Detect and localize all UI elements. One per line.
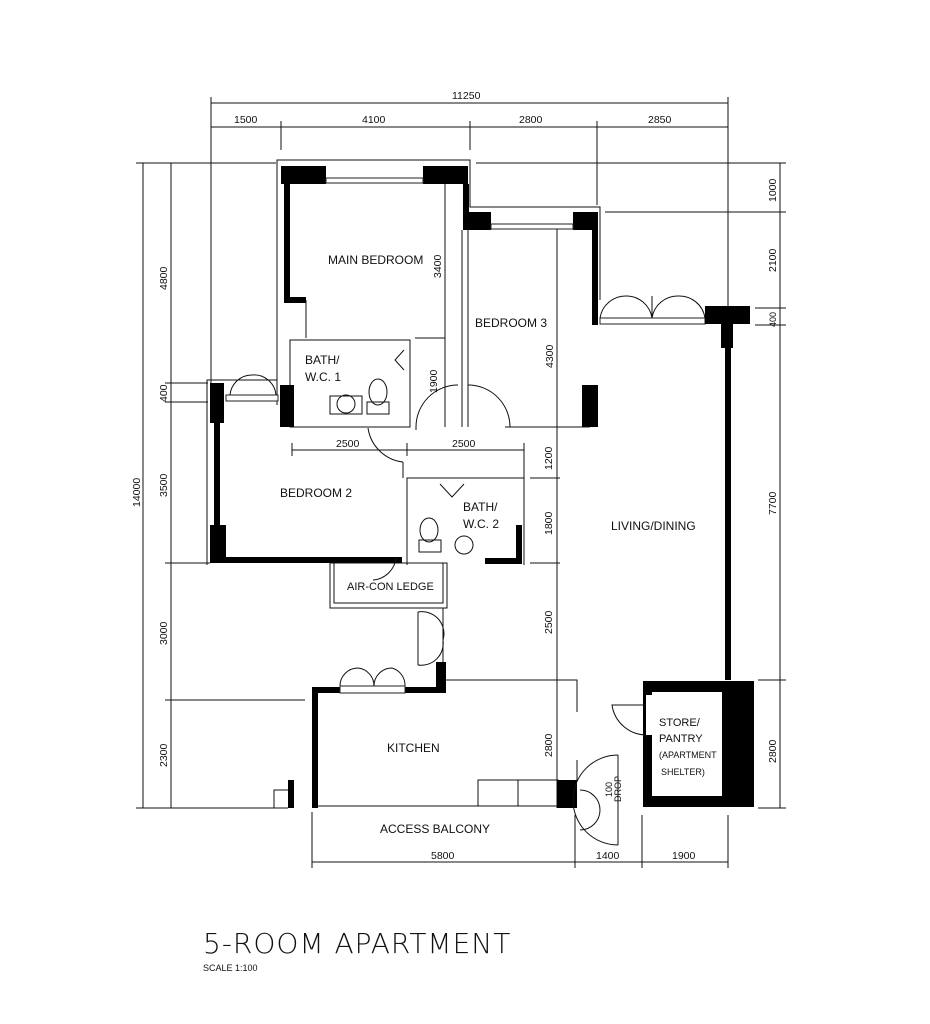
room-bedroom-2: BEDROOM 2 bbox=[280, 486, 352, 500]
dim-top-4: 2850 bbox=[648, 114, 672, 126]
dim-right-1: 1000 bbox=[767, 178, 779, 202]
dim-top-3: 2800 bbox=[519, 114, 543, 126]
dim-right-4: 7700 bbox=[767, 491, 779, 515]
dim-bottom-1: 5800 bbox=[431, 850, 455, 862]
room-store-line2: PANTRY bbox=[659, 733, 703, 745]
room-bath-2-line2: W.C. 2 bbox=[463, 517, 499, 531]
dimension-lines bbox=[136, 97, 786, 868]
room-store-line3: (APARTMENT bbox=[659, 750, 717, 760]
plan-title: 5-ROOM APARTMENT bbox=[203, 927, 511, 960]
room-bedroom-3: BEDROOM 3 bbox=[475, 316, 547, 330]
dim-corridor-left: 2500 bbox=[336, 438, 360, 450]
room-living-dining: LIVING/DINING bbox=[611, 519, 696, 533]
room-store-line4: SHELTER) bbox=[661, 767, 705, 777]
room-access-balcony: ACCESS BALCONY bbox=[380, 822, 490, 836]
room-main-bedroom: MAIN BEDROOM bbox=[328, 253, 423, 267]
dim-corridor-right: 2500 bbox=[452, 438, 476, 450]
room-bath-2-line1: BATH/ bbox=[463, 500, 498, 514]
dim-kitchen-depth: 2800 bbox=[543, 733, 555, 757]
dim-main-bed-depth: 3400 bbox=[432, 254, 444, 278]
dim-left-total: 14000 bbox=[131, 478, 143, 507]
dim-left-1: 4800 bbox=[158, 266, 170, 290]
walls bbox=[206, 159, 754, 846]
drop-label-2: DROP bbox=[613, 776, 623, 802]
drop-label-1: 100 bbox=[604, 782, 614, 797]
dim-top-1: 1500 bbox=[234, 114, 258, 126]
dim-bottom-2: 1400 bbox=[596, 850, 620, 862]
room-labels: MAIN BEDROOM BEDROOM 3 BATH/ W.C. 1 BEDR… bbox=[280, 253, 717, 836]
dim-bed3-depth: 4300 bbox=[544, 344, 556, 368]
dim-left-2: 400 bbox=[158, 384, 170, 402]
plan-scale: SCALE 1:100 bbox=[203, 963, 258, 973]
dim-bath2-depth: 1800 bbox=[543, 511, 555, 535]
dim-right-2: 2100 bbox=[767, 248, 779, 272]
room-aircon-ledge: AIR-CON LEDGE bbox=[347, 581, 434, 593]
dim-right-5: 2800 bbox=[767, 739, 779, 763]
dim-living-mid: 2500 bbox=[543, 610, 555, 634]
dim-top-total: 11250 bbox=[452, 90, 481, 102]
dimension-labels: 11250 1500 4100 2800 2850 14000 4800 400… bbox=[131, 90, 779, 862]
dim-bottom-3: 1900 bbox=[672, 850, 696, 862]
dim-left-4: 3000 bbox=[158, 621, 170, 645]
room-store-line1: STORE/ bbox=[659, 717, 701, 729]
dim-right-3: 400 bbox=[768, 312, 778, 327]
room-kitchen: KITCHEN bbox=[387, 741, 440, 755]
dim-left-5: 2300 bbox=[158, 743, 170, 767]
dim-left-3: 3500 bbox=[158, 473, 170, 497]
dim-top-2: 4100 bbox=[362, 114, 386, 126]
room-bath-1-line2: W.C. 1 bbox=[305, 370, 341, 384]
room-bath-1-line1: BATH/ bbox=[305, 353, 340, 367]
dim-bath1-depth: 1900 bbox=[428, 369, 440, 393]
dim-corridor-depth: 1200 bbox=[543, 446, 555, 470]
